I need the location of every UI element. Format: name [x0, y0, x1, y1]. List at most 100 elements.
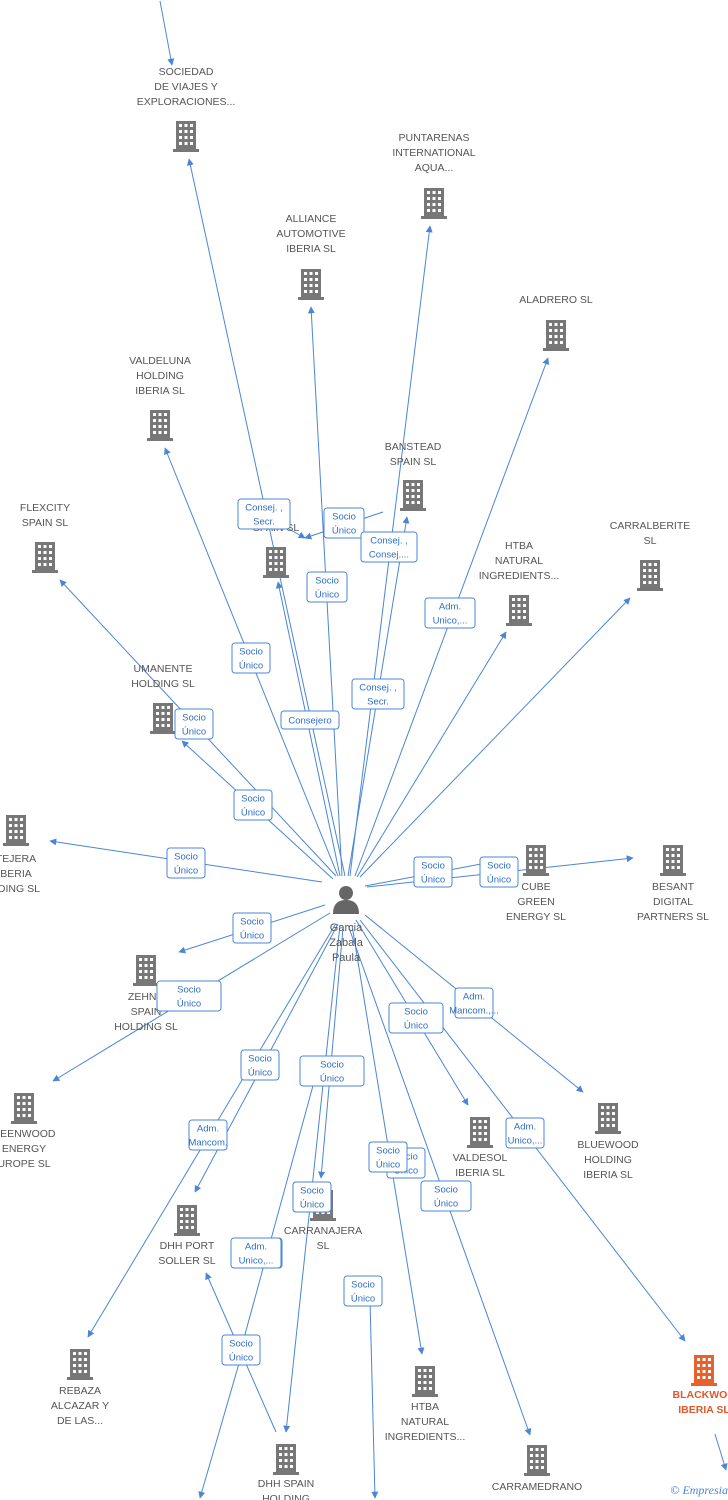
- relation-text: Único: [229, 1353, 253, 1364]
- company-label-line: IBERIA SL: [678, 1404, 728, 1416]
- relation-text: Único: [239, 661, 263, 672]
- company-node-htba-top[interactable]: HTBANATURALINGREDIENTS...: [479, 540, 560, 626]
- company-node-htba-bottom[interactable]: HTBANATURALINGREDIENTS...: [385, 1366, 466, 1443]
- company-label-line: CUBE: [521, 881, 550, 893]
- company-label-line: IBERIA SL: [455, 1167, 505, 1179]
- relation-label-box[interactable]: Consej. ,Secr.: [351, 678, 405, 710]
- relation-box-frame: [280, 710, 340, 730]
- relation-box-frame: [174, 708, 214, 740]
- company-label-line: SL: [317, 1240, 330, 1252]
- company-label-line: CARRALBERITE: [610, 520, 691, 532]
- relation-box-frame: [221, 1334, 261, 1366]
- building-icon: [273, 1444, 299, 1475]
- company-node-greenwood[interactable]: REENWOODENERGYUROPE SL: [0, 1093, 56, 1170]
- relation-text: Unico,...: [239, 1256, 274, 1267]
- relation-box-frame: [188, 1119, 228, 1151]
- relation-text: Socio: [315, 576, 339, 587]
- brand-name[interactable]: Empresia: [682, 1483, 728, 1497]
- building-icon: [133, 955, 159, 986]
- building-icon: [298, 269, 324, 300]
- relation-label-box[interactable]: Adm.Unico,...: [230, 1237, 282, 1269]
- building-icon: [660, 845, 686, 876]
- person-icon: [333, 886, 359, 914]
- company-node-blackwood[interactable]: BLACKWOOIBERIA SL: [673, 1355, 728, 1416]
- company-node-tejera[interactable]: TEJERABERIALDING SL: [0, 815, 40, 895]
- relation-label-box[interactable]: Consejero: [280, 710, 340, 730]
- company-node-carramedrano[interactable]: CARRAMEDRANO: [492, 1445, 582, 1493]
- relation-box-frame: [156, 980, 222, 1012]
- building-icon: [11, 1093, 37, 1124]
- building-icon: [400, 480, 426, 511]
- company-label-line: SOLLER SL: [158, 1255, 215, 1267]
- relation-edge: [198, 1359, 241, 1499]
- company-node-puntarenas[interactable]: PUNTARENASINTERNATIONALAQUA...: [392, 132, 476, 219]
- company-label-line: SOCIEDAD: [159, 66, 214, 78]
- relation-text: Socio: [174, 852, 198, 863]
- relation-box-frame: [233, 789, 273, 821]
- person-name-line-2: Zabala: [329, 937, 364, 949]
- relation-box-frame: [351, 678, 405, 710]
- relation-text: Único: [434, 1199, 458, 1210]
- building-icon: [412, 1366, 438, 1397]
- relation-label-box[interactable]: Adm.Unico,...: [505, 1117, 545, 1149]
- company-label-line: NATURAL: [495, 555, 543, 567]
- relation-edge: [356, 631, 507, 878]
- company-label-line: FLEXCITY: [20, 502, 70, 514]
- company-label-line: ALADRERO SL: [519, 294, 593, 306]
- relation-label-box[interactable]: Adm.Mancom.: [188, 1119, 228, 1151]
- edges-layer: [49, 0, 728, 1499]
- relation-box-frame: [343, 1275, 383, 1307]
- relation-box-frame: [368, 1141, 408, 1173]
- relation-box-frame: [299, 1055, 365, 1087]
- relation-edge: [369, 1299, 379, 1499]
- relation-edge: [347, 924, 532, 1436]
- building-icon: [524, 1445, 550, 1476]
- relation-label-box[interactable]: Consej. ,Secr.: [237, 498, 291, 530]
- footer-brand: © Empresia: [670, 1483, 728, 1498]
- copyright-symbol: ©: [670, 1483, 680, 1497]
- relation-box-frame: [424, 597, 476, 629]
- center-person-node[interactable]: Garcia Zabala Paula: [329, 886, 364, 964]
- relation-label-box[interactable]: Adm.Unico,...: [424, 597, 476, 629]
- company-node-aladrero[interactable]: ALADRERO SL: [519, 294, 593, 351]
- relation-label-box[interactable]: Adm.Mancom.,...: [449, 987, 499, 1019]
- company-label-line: HOLDING SL: [114, 1021, 178, 1033]
- relation-label-box[interactable]: Consej. ,Consej....: [360, 531, 418, 563]
- company-label-line: UROPE SL: [0, 1158, 51, 1170]
